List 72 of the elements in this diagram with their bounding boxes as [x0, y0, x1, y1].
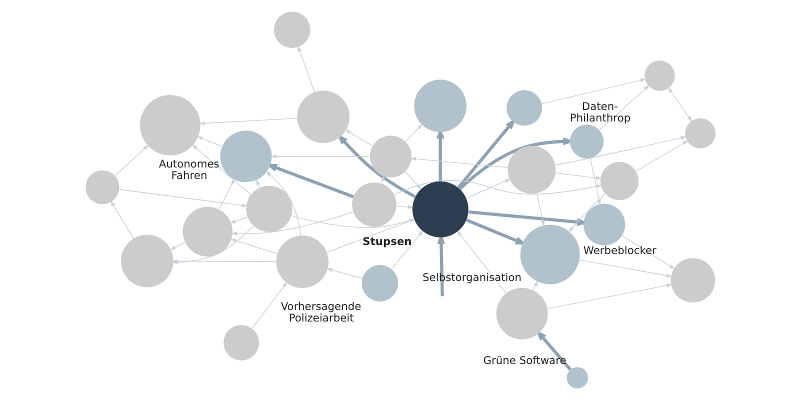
- arrow: [230, 212, 353, 236]
- arrow: [326, 218, 415, 253]
- node-circle: [506, 90, 542, 126]
- arrow: [191, 144, 251, 195]
- arrow: [326, 268, 362, 279]
- node-circle: [566, 367, 588, 388]
- arrow: [667, 87, 692, 122]
- arrow: [393, 180, 602, 196]
- node-circle: [507, 146, 556, 194]
- node-circle: [139, 94, 200, 156]
- arrow: [554, 172, 601, 180]
- arrow: [598, 85, 649, 130]
- arrow: [110, 200, 134, 239]
- arrow: [535, 330, 572, 371]
- node-circle: [582, 204, 625, 246]
- node-label: Vorhersagende Polizeiarbeit: [280, 300, 361, 325]
- arrow: [265, 171, 301, 236]
- arrow: [344, 130, 373, 146]
- node-circle: [369, 136, 412, 178]
- arrow: [297, 46, 314, 92]
- arrow: [380, 175, 384, 184]
- node-circle: [352, 182, 396, 227]
- node-label: Stupsen: [362, 234, 412, 248]
- node-circle: [273, 12, 310, 48]
- arrow: [118, 189, 247, 208]
- arrow: [404, 124, 422, 142]
- node-circle: [182, 206, 232, 256]
- arrow: [256, 179, 260, 188]
- arrow: [390, 230, 423, 270]
- arrow: [230, 216, 248, 224]
- arrow: [170, 242, 186, 250]
- node-circle: [246, 186, 292, 232]
- node-circle: [223, 324, 259, 360]
- arrow: [198, 118, 297, 126]
- arrow: [456, 230, 506, 294]
- arrow: [578, 259, 672, 278]
- node-label: Daten-Philanthrop: [569, 100, 630, 125]
- node-label: Werbeblocker: [582, 244, 656, 258]
- node-circle: [684, 118, 715, 148]
- arrow: [546, 284, 672, 309]
- node-label: Grüne Software: [482, 354, 566, 368]
- arrow: [404, 171, 422, 190]
- arrow: [230, 238, 278, 254]
- node-circle: [85, 170, 119, 204]
- arrow: [635, 140, 688, 172]
- arrow: [536, 192, 544, 226]
- arrow: [336, 134, 416, 198]
- arrow: [540, 78, 646, 104]
- arrow: [465, 178, 510, 198]
- arrow: [396, 205, 413, 209]
- arrow: [456, 118, 516, 189]
- arrow: [270, 154, 370, 158]
- arrow: [532, 280, 538, 291]
- node-circle: [670, 258, 715, 303]
- arrow: [114, 144, 148, 176]
- node-circle: [414, 80, 466, 132]
- node-circle: [361, 265, 398, 302]
- node-circle: [496, 288, 548, 340]
- arrow: [410, 156, 508, 168]
- arrow: [196, 136, 222, 147]
- node-circle: [120, 234, 173, 288]
- node-label: Selbstorganisation: [422, 271, 522, 284]
- node-circle: [569, 124, 604, 158]
- arrow: [265, 164, 354, 198]
- arrow: [568, 194, 605, 232]
- node-circle: [600, 162, 638, 200]
- arrow: [290, 215, 415, 228]
- arrow: [621, 235, 675, 270]
- arrow: [554, 136, 686, 166]
- node-label: Autonomes Fahren: [158, 158, 219, 182]
- arrow: [589, 158, 600, 206]
- arrow: [251, 282, 287, 329]
